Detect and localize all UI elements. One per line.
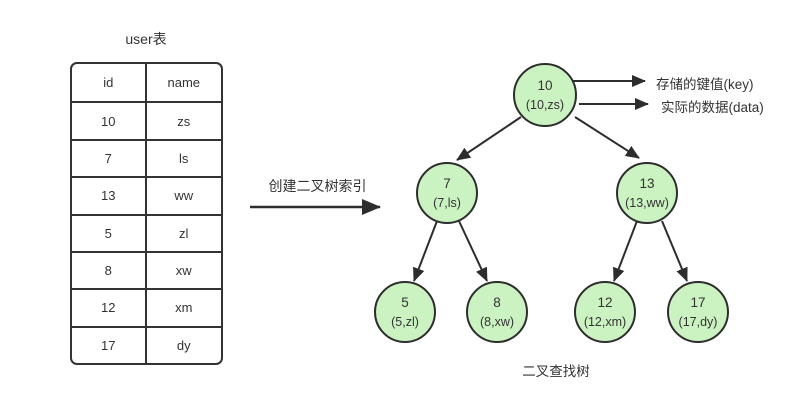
node-key: 12 [597, 294, 613, 310]
table-cell-id: 8 [72, 250, 147, 289]
tree-node-7: 7 (7,ls) [416, 162, 478, 224]
node-data: (8,xw) [479, 315, 515, 329]
tree-node-12: 12 (12,xm) [574, 281, 636, 343]
transform-arrow-label: 创建二叉树索引 [268, 178, 367, 194]
table-cell-name: dy [146, 325, 221, 363]
node-data: (17,dy) [678, 315, 718, 329]
edge-7-to-8 [458, 220, 488, 282]
edge-13-to-12 [613, 220, 638, 282]
table-header-name: name [167, 75, 201, 91]
table-cell-id: 5 [72, 213, 147, 251]
table-cell-name: zs [146, 101, 221, 138]
edge-root-to-13 [574, 116, 640, 159]
table-cell-name: ls [146, 138, 221, 176]
tree-node-8: 8 (8,xw) [466, 281, 528, 343]
table-cell-name: ww [146, 176, 221, 213]
node-data: (12,xm) [583, 315, 627, 329]
table-cell-id: 12 [72, 288, 147, 326]
node-key: 7 [443, 175, 451, 191]
table-header-id: id [72, 64, 147, 102]
table-cell-id: 13 [72, 176, 147, 214]
table-cell-id: 17 [72, 325, 147, 363]
tree-node-5: 5 (5,zl) [374, 281, 436, 343]
node-key: 8 [493, 294, 501, 310]
edge-13-to-17 [661, 220, 688, 282]
table-cell-name: xw [146, 250, 221, 288]
table-cell-name: zl [146, 213, 221, 251]
node-key: 13 [639, 175, 655, 191]
node-data: (7,ls) [433, 196, 461, 210]
node-key: 5 [401, 294, 409, 310]
node-data: (5,zl) [391, 315, 419, 329]
edge-root-to-7 [456, 116, 522, 161]
node-data: (13,ww) [625, 196, 669, 210]
node-key: 10 [537, 77, 553, 93]
table-cell-id: 10 [72, 101, 147, 139]
table-title: user表 [125, 31, 167, 47]
tree-caption: 二叉查找树 [522, 364, 590, 379]
user-table: id name 10 zs 7 ls 13 ww 5 zl 8 xw 12 xm… [70, 62, 223, 365]
table-cell-name: xm [146, 288, 221, 325]
tree-node-17: 17 (17,dy) [667, 281, 729, 343]
key-annotation-label: 存储的键值(key) [656, 77, 754, 92]
tree-node-13: 13 (13,ww) [616, 162, 678, 224]
node-key: 17 [690, 294, 706, 310]
data-annotation-label: 实际的数据(data) [661, 100, 764, 115]
tree-node-10: 10 (10,zs) [513, 63, 577, 127]
node-data: (10,zs) [525, 98, 565, 112]
table-cell-id: 7 [72, 138, 147, 177]
edge-7-to-5 [413, 220, 438, 282]
